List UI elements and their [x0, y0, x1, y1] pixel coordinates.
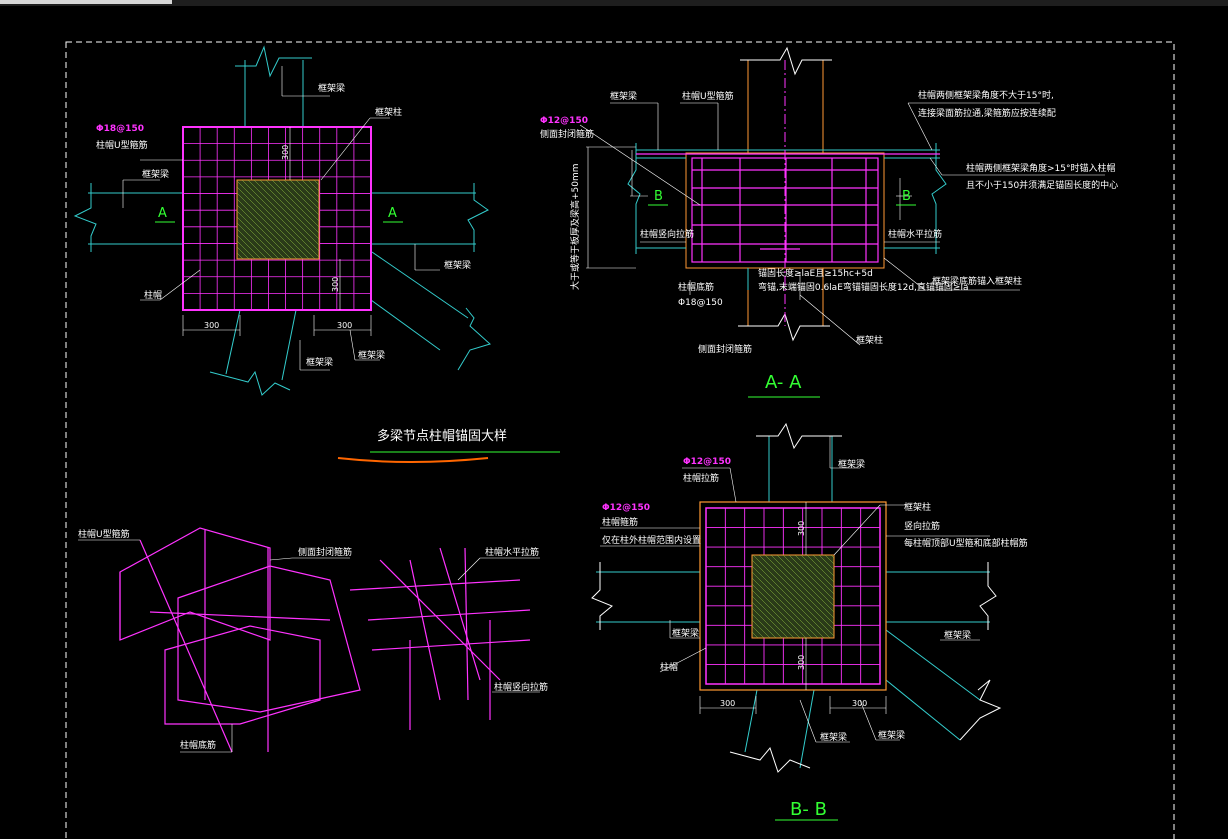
- tag-b-left: B: [654, 189, 663, 204]
- note-shuxiang-bb: 每柱帽顶部U型箍和底部柱帽筋: [904, 537, 1028, 549]
- label-zhumao-tl: 柱帽: [144, 289, 162, 301]
- note-1-aa: 柱帽两侧框架梁角度不大于15°时,: [918, 89, 1054, 101]
- label-beam-b1: 框架梁: [820, 731, 847, 743]
- section-bb-title: B- B: [790, 799, 827, 820]
- label-u-bl: 柱帽U型箍筋: [78, 528, 130, 540]
- section-aa-title: A- A: [765, 372, 802, 393]
- label-beam-right-bb: 框架梁: [944, 629, 971, 641]
- label-zhumao-di-aa: 柱帽底筋: [678, 281, 714, 293]
- label-zhumao-u-aa: 柱帽U型箍筋: [682, 90, 734, 102]
- label-beam-right-tl: 框架梁: [444, 259, 471, 271]
- dim-300-c: 300: [281, 145, 290, 160]
- label-cemian-aa: 侧面封闭箍筋: [540, 128, 594, 140]
- note-3-aa: 柱帽两侧框架梁角度>15°时锚入柱帽: [966, 162, 1116, 174]
- dim-300-a-bb: 300: [720, 699, 735, 708]
- label-shuiping-aa: 柱帽水平拉筋: [888, 228, 942, 240]
- label-shuxiang-aa: 柱帽竖向拉筋: [640, 228, 694, 240]
- label-phi18-aa: Φ18@150: [678, 298, 723, 308]
- sheet-border: [65, 41, 1175, 839]
- active-tab[interactable]: [0, 0, 172, 4]
- note-5-aa: 锚固长度≥laE且≥15hc+5d: [758, 267, 873, 279]
- label-beam-b2: 框架梁: [878, 729, 905, 741]
- vertical-note-aa: 大于或等于板厚及梁高+50mm: [569, 163, 581, 290]
- note-a-bb: 仅在柱外柱帽范围内设置: [602, 534, 701, 546]
- label-kuangjiazhu-aa: 框架柱: [856, 334, 883, 346]
- note-2-aa: 连接梁面筋拉通,梁箍筋应按连续配: [918, 107, 1056, 119]
- label-zhumao-bb: 柱帽: [660, 661, 678, 673]
- label-beam-bottom1-tl: 框架梁: [306, 356, 333, 368]
- tag-b-right: B: [902, 189, 911, 204]
- dim-300-d-bb: 300: [797, 655, 806, 670]
- label-shuxiang-bl: 柱帽竖向拉筋: [494, 681, 548, 693]
- tag-a-left: A: [158, 206, 167, 221]
- label-phi12b-bb: Φ12@150: [602, 503, 650, 513]
- label-shuiping-bl: 柱帽水平拉筋: [485, 546, 539, 558]
- section-aa-detail: 框架梁 柱帽U型箍筋 柱帽两侧框架梁角度不大于15°时, 连接梁面筋拉通,梁箍筋…: [540, 46, 1118, 398]
- label-phi12a-bb: Φ12@150: [683, 457, 731, 467]
- window-top-bar: [0, 0, 1228, 6]
- label-beam-bottom2-tl: 框架梁: [358, 349, 385, 361]
- label-beam-bottom-aa: 框架梁底筋锚入框架柱: [932, 275, 1022, 287]
- note-6-aa: 弯锚,末端锚固0.6laE弯锚锚固长度12d,直锚锚固≥la: [758, 281, 968, 293]
- label-beam-left-tl: 框架梁: [142, 168, 169, 180]
- label-phi18-tl: Φ18@150: [96, 124, 144, 134]
- dim-300-c-bb: 300: [797, 521, 806, 536]
- label-di-bl: 柱帽底筋: [180, 739, 216, 751]
- tag-a-right: A: [388, 206, 397, 221]
- label-cemian-bl: 侧面封闭箍筋: [298, 546, 352, 558]
- label-kuangjiazhu-bb: 框架柱: [904, 501, 931, 513]
- label-cemian-bottom-aa: 侧面封闭箍筋: [698, 343, 752, 355]
- main-title-block: 多梁节点柱帽锚固大样: [337, 428, 560, 463]
- label-beam-top-bb: 框架梁: [838, 458, 865, 470]
- dim-300-a: 300: [204, 321, 219, 330]
- main-title: 多梁节点柱帽锚固大样: [377, 428, 507, 444]
- dim-300-b-bb: 300: [852, 699, 867, 708]
- label-zhujiazhu: 框架柱: [375, 106, 402, 118]
- label-gujin-bb: 柱帽箍筋: [602, 516, 638, 528]
- label-shuxiang-bb: 竖向拉筋: [904, 520, 940, 532]
- rebar-3d-detail: 柱帽U型箍筋 侧面封闭箍筋 柱帽水平拉筋 柱帽竖向拉筋 柱帽底筋: [78, 527, 548, 753]
- label-zhumao-u-tl: 柱帽U型箍筋: [96, 139, 148, 151]
- label-beam-aa: 框架梁: [610, 90, 637, 102]
- label-kuangjialiang-top: 框架梁: [318, 82, 345, 94]
- plan-detail-top-left: 框架梁 框架柱 Φ18@150 柱帽U型箍筋 框架梁 A A 框架梁 柱帽 30…: [73, 45, 491, 396]
- label-lajin-bb: 柱帽拉筋: [683, 472, 719, 484]
- dim-300-b: 300: [337, 321, 352, 330]
- section-bb-detail: Φ12@150 柱帽拉筋 框架梁 Φ12@150 柱帽箍筋 仅在柱外柱帽范围内设…: [591, 422, 1028, 821]
- label-beam-left-bb: 框架梁: [672, 627, 699, 639]
- label-phi12-aa: Φ12@150: [540, 116, 588, 126]
- note-4-aa: 且不小于150并须满足锚固长度的中心: [966, 179, 1118, 191]
- dim-300-d: 300: [331, 277, 340, 292]
